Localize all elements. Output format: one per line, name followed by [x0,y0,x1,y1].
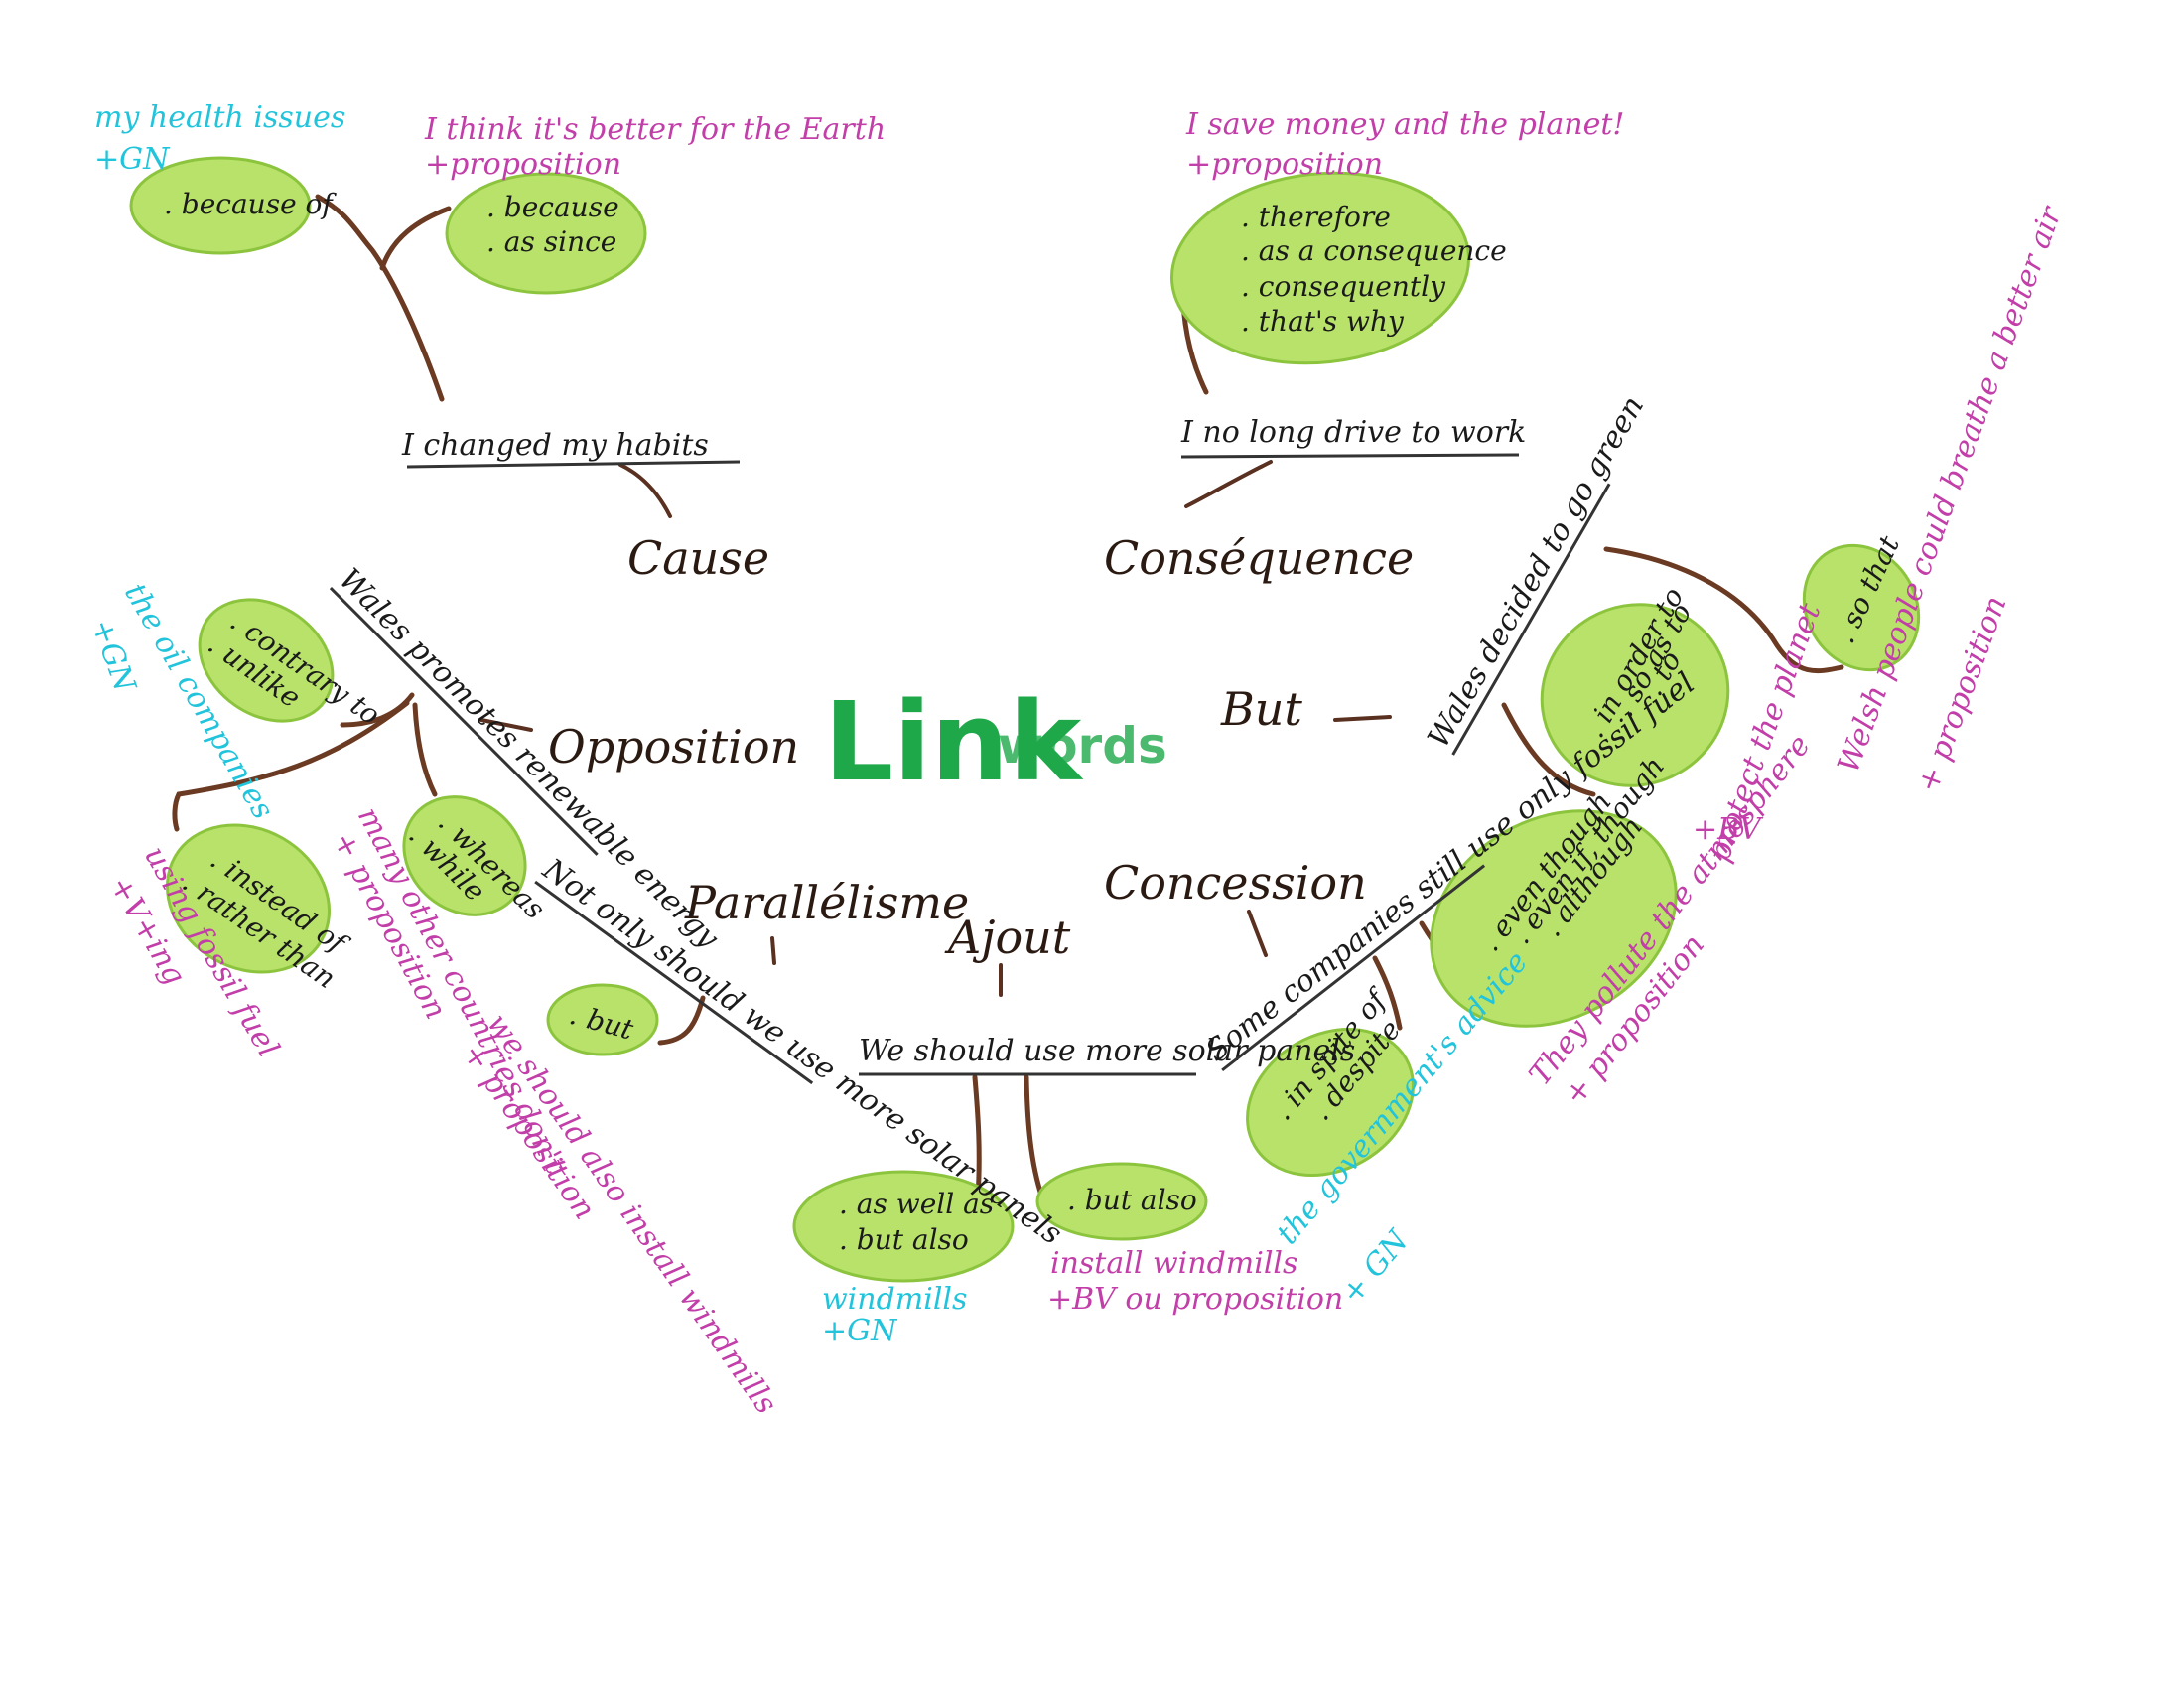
leaf-conc-inspite [1246,1027,1415,1178]
parallelisme-stem [657,995,706,1046]
sentence-cause-underline [406,460,741,469]
cause-stem-right [379,206,452,271]
item-but-also-1: . but also [839,1223,969,1256]
but-stem-b [1501,702,1596,797]
tag-but-sothat: + proposition [1911,592,2014,797]
opposition-stem-b [172,700,410,832]
ajout-stem-b [1024,1074,1047,1206]
item-consequently: . consequently [1241,270,1446,303]
leaf-but-inorder [1540,603,1730,787]
sentence-consequence: I no long drive to work [1180,415,1526,450]
concession-connector [1247,910,1268,957]
tag-but-inorder: +BV [1693,812,1764,847]
but-connector [1333,715,1392,722]
ajout-stem-a [972,1074,982,1199]
note-cause-prop: I think it's better for the Earth [424,112,886,147]
opposition-connector [479,718,533,732]
consequence-connector [1184,460,1273,508]
sentence-consequence-underline [1180,453,1520,459]
leaf-opp-instead [165,823,332,974]
sentence-cause: I changed my habits [401,428,709,463]
item-as-since: . as since [486,225,616,258]
category-ajout: Ajout [944,911,1071,964]
sentence-but-underline [1451,483,1611,756]
item-because-of: . because of [164,188,337,220]
leaf-cause-prop [445,172,647,295]
leaf-opp-whereas [402,795,527,916]
leaf-cause-gn [129,156,312,255]
tag-conc-inspite: + GN [1334,1222,1417,1311]
category-but: But [1220,682,1302,736]
category-concession: Concession [1104,856,1367,910]
sentence-ajout: We should use more solar panels [859,1034,1355,1068]
leaves [129,156,1921,1283]
but-stem-a [1603,546,1844,674]
leaf-but-sothat [1802,543,1921,672]
tag-cause-prop: +proposition [425,147,621,182]
item-as-a-consequence: . as a consequence [1241,234,1507,267]
note-ajout-butalso: install windmills [1050,1246,1297,1281]
item-therefore: . therefore [1241,201,1391,233]
note-ajout-aswell: windmills [822,1282,967,1317]
sentence-concession-underline [1221,864,1486,1072]
tag-consequence: +proposition [1186,147,1383,182]
leaf-consequence [1169,171,1471,365]
branches [172,194,1844,1206]
item-as-well-as: . as well as [839,1188,994,1220]
leaf-ajout-butalso [1035,1162,1208,1241]
tag-ajout-butalso: +BV ou proposition [1047,1282,1343,1317]
tag-ajout-aswell: +GN [822,1314,898,1348]
concession-stem-a [1372,955,1403,1031]
note-cause-gn: my health issues [94,100,345,135]
item-because: . because [486,191,619,223]
category-parallelisme: Parallélisme [684,876,969,929]
opposition-stem-c [412,702,438,797]
parallelisme-connector [770,936,776,965]
tag-opp-contrary: +GN [83,615,142,698]
category-consequence: Conséquence [1104,531,1414,585]
note-consequence: I save money and the planet! [1185,107,1624,142]
title-link: Link [824,678,1084,805]
item-thats-why: . that's why [1241,305,1405,338]
leaf-par-but [546,983,659,1056]
cause-connector [618,463,672,518]
sentence-parallelisme-underline [534,880,814,1085]
tag-cause-gn: +GN [94,142,171,177]
sentence-opposition-underline [329,587,599,856]
item-but-also-2: . but also [1067,1184,1197,1216]
sentence-group-ajout: We should use more solar panels [859,1034,1355,1076]
cause-stem [315,194,445,402]
sentence-group-cause: I changed my habits [401,428,741,469]
notes-par-but: we should also install windmills [479,1008,783,1421]
leaf-conc-eventhough [1430,809,1678,1028]
category-cause: Cause [627,531,769,585]
sentence-group-consequence: I no long drive to work [1180,415,1526,459]
category-opposition: Opposition [548,720,799,774]
leaf-opp-contrary [198,598,335,723]
title-words: words [998,717,1167,774]
leaf-ajout-aswell [792,1170,1015,1283]
note-par-but: we should also install windmills [479,1008,783,1421]
